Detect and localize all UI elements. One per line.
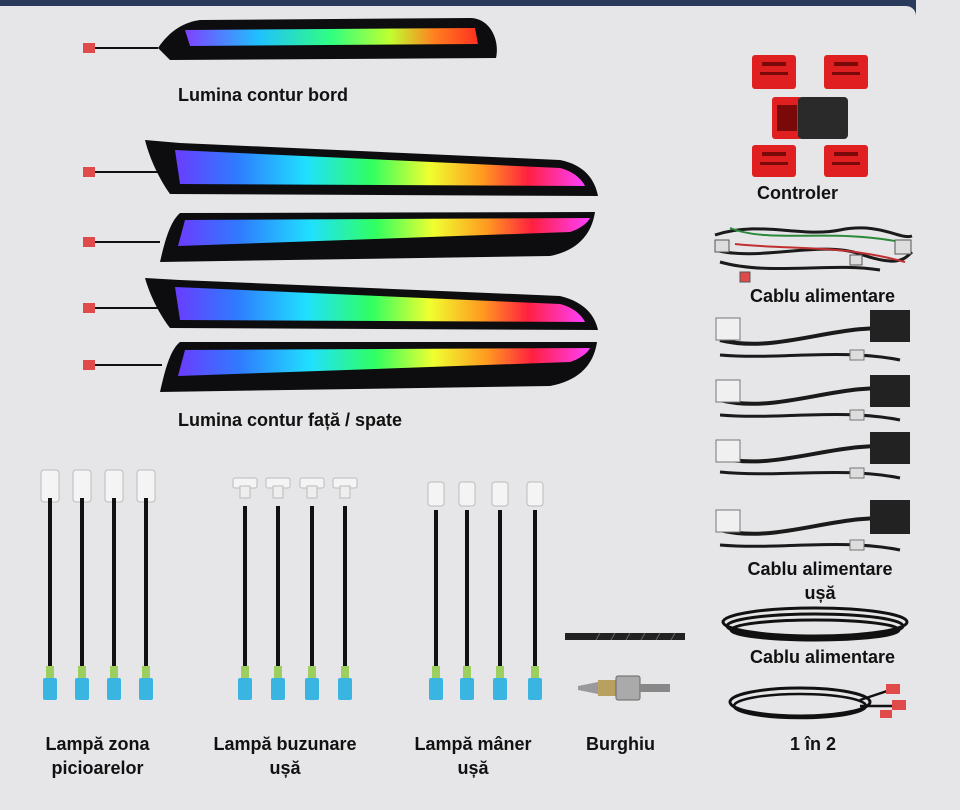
label-dashboard-strip: Lumina contur bord: [178, 85, 348, 105]
label-door-power-cable: Cablu alimentare ușă: [730, 557, 910, 605]
label-footwell-lamp: Lampă zona picioarelor: [25, 732, 170, 780]
label-power-cable-1: Cablu alimentare: [750, 286, 896, 306]
label-door-strips: Lumina contur față / spate: [178, 410, 403, 430]
label-footwell-lamp-line2: picioarelor: [51, 758, 144, 778]
lamp-cable: [136, 469, 156, 700]
door-cable-2: [715, 375, 910, 422]
label-controller: Controler: [757, 183, 838, 203]
lamp-cable: [299, 477, 325, 700]
door-power-cables: [715, 310, 910, 552]
label-door-power-cable-line2: ușă: [804, 583, 836, 603]
door-strip-2: [83, 212, 595, 262]
lamp-cable: [232, 477, 258, 700]
controller-units: [752, 55, 868, 177]
lamp-cable: [72, 469, 92, 700]
lamp-cable: [427, 481, 445, 700]
door-strip-1: [83, 140, 598, 196]
door-pocket-lamps: [232, 477, 358, 700]
top-frame: [0, 0, 960, 6]
splitter-cable: [728, 684, 906, 720]
connector-red: [83, 43, 95, 53]
door-handle-lamps: [427, 481, 544, 700]
door-cable-3: [715, 432, 910, 480]
sheet-background: [0, 6, 916, 810]
footwell-lamps: [40, 469, 156, 700]
label-door-pocket-lamp-line1: Lampă buzunare: [213, 734, 357, 754]
label-door-handle-lamp-line1: Lampă mâner: [414, 734, 532, 754]
lamp-cable: [104, 469, 124, 700]
lamp-cable: [332, 477, 358, 700]
door-cable-4: [715, 500, 910, 552]
label-door-handle-lamp-line2: ușă: [457, 758, 489, 778]
label-door-handle-lamp: Lampă mâner ușă: [398, 732, 548, 780]
side-band: [916, 0, 960, 810]
label-door-power-cable-line1: Cablu alimentare: [747, 559, 893, 579]
lamp-cable: [458, 481, 476, 700]
door-strip-3: [83, 278, 598, 330]
lamp-cable: [40, 469, 60, 700]
label-footwell-lamp-line1: Lampă zona: [45, 734, 150, 754]
door-strip-4: [83, 342, 597, 392]
label-splitter: 1 în 2: [790, 734, 837, 754]
lamp-cable: [265, 477, 291, 700]
drill-bit: [565, 632, 685, 641]
label-door-pocket-lamp-line2: ușă: [269, 758, 301, 778]
lamp-cable: [491, 481, 509, 700]
door-light-strips: [83, 140, 598, 392]
label-power-cable-2: Cablu alimentare: [750, 647, 896, 667]
power-cable-main: [714, 226, 913, 272]
label-drill: Burghiu: [586, 734, 655, 754]
coiled-power-cable: [721, 606, 909, 642]
lamp-cable: [526, 481, 544, 700]
door-cable-1: [715, 310, 910, 362]
bottom-band: [0, 760, 960, 810]
label-door-pocket-lamp: Lampă buzunare ușă: [195, 732, 375, 780]
step-drill: [578, 675, 670, 701]
power-cable-connectors: [714, 239, 912, 283]
dashboard-light-strip: [83, 18, 497, 60]
